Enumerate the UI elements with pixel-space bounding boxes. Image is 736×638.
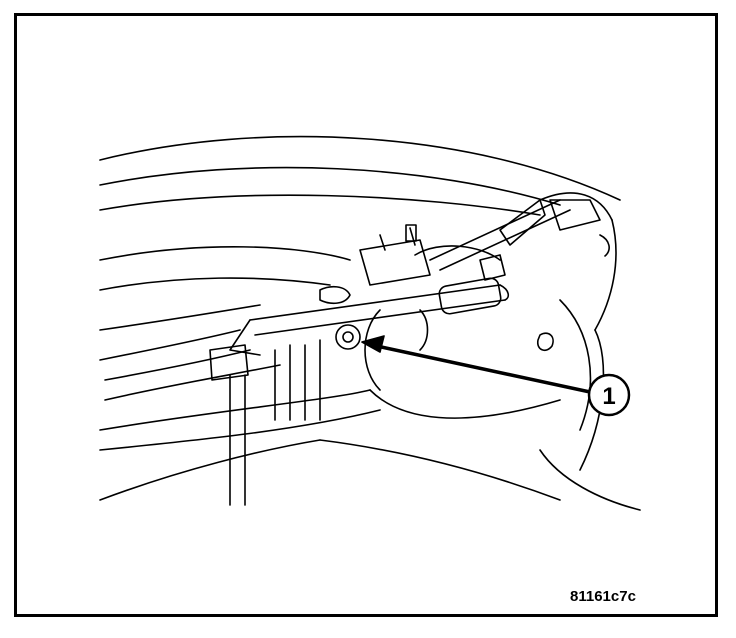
callout-arrow <box>361 335 592 394</box>
mounting-nut <box>335 324 361 350</box>
cowl-panel-lines <box>99 246 351 401</box>
lower-body-lines <box>99 309 641 511</box>
hood-edge-lines <box>99 135 621 331</box>
figure-frame <box>14 13 718 617</box>
wiper-arm <box>429 199 601 271</box>
callout-number: 1 <box>602 383 615 410</box>
pivot-assembly <box>319 224 506 305</box>
wiper-linkage <box>209 277 510 381</box>
figure-code: 81161c7c <box>570 588 636 605</box>
fender-strut-tower <box>536 234 610 471</box>
hoses <box>229 309 429 506</box>
callout-1: 1 <box>587 373 631 417</box>
